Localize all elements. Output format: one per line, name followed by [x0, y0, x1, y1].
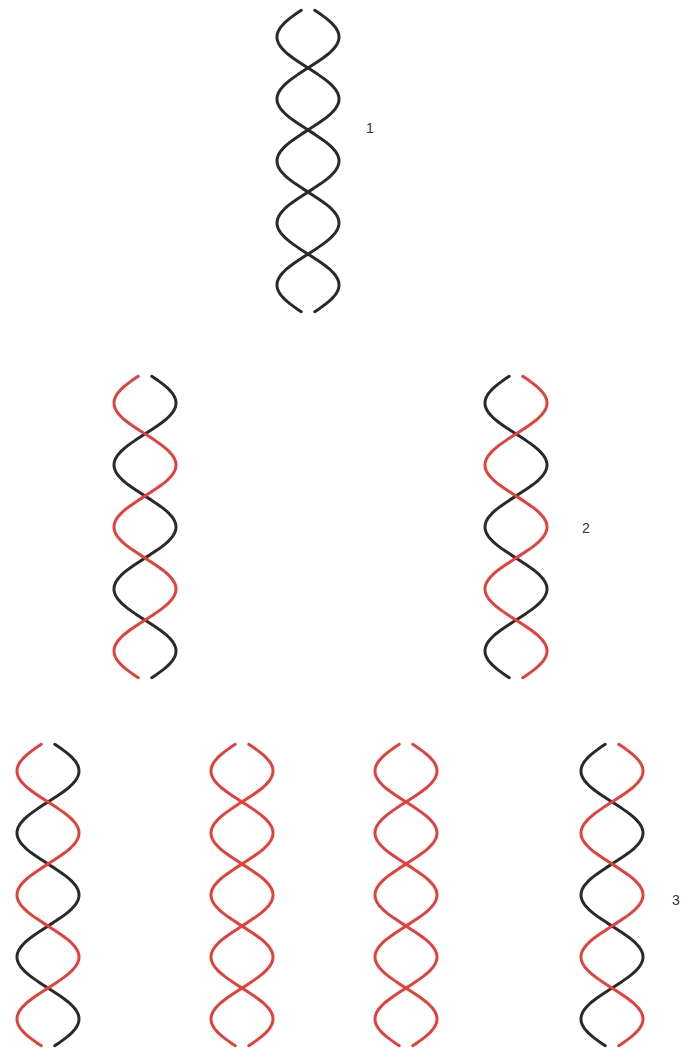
callout-number: 3: [672, 893, 680, 907]
dna-strand: [211, 744, 273, 1045]
dna-strand: [277, 10, 339, 311]
dna-strand: [485, 376, 547, 677]
callout-number: 1: [366, 121, 374, 135]
callout-number: 2: [582, 521, 590, 535]
dna-strand: [17, 744, 79, 1045]
dna-strand: [17, 744, 79, 1045]
dna-strand: [581, 744, 643, 1045]
second-generation-helix: [581, 744, 643, 1045]
dna-strand: [581, 744, 643, 1045]
dna-strand: [375, 744, 437, 1045]
first-generation-helix: [114, 376, 176, 677]
dna-strand: [375, 744, 437, 1045]
second-generation-helix: [17, 744, 79, 1045]
dna-strand: [114, 376, 176, 677]
dna-strand: [114, 376, 176, 677]
dna-strand: [485, 376, 547, 677]
dna-strand: [277, 10, 339, 311]
second-generation-helix: [375, 744, 437, 1045]
first-generation-helix: [485, 376, 547, 677]
parent-helix: [277, 10, 339, 311]
dna-strand: [211, 744, 273, 1045]
second-generation-helix: [211, 744, 273, 1045]
